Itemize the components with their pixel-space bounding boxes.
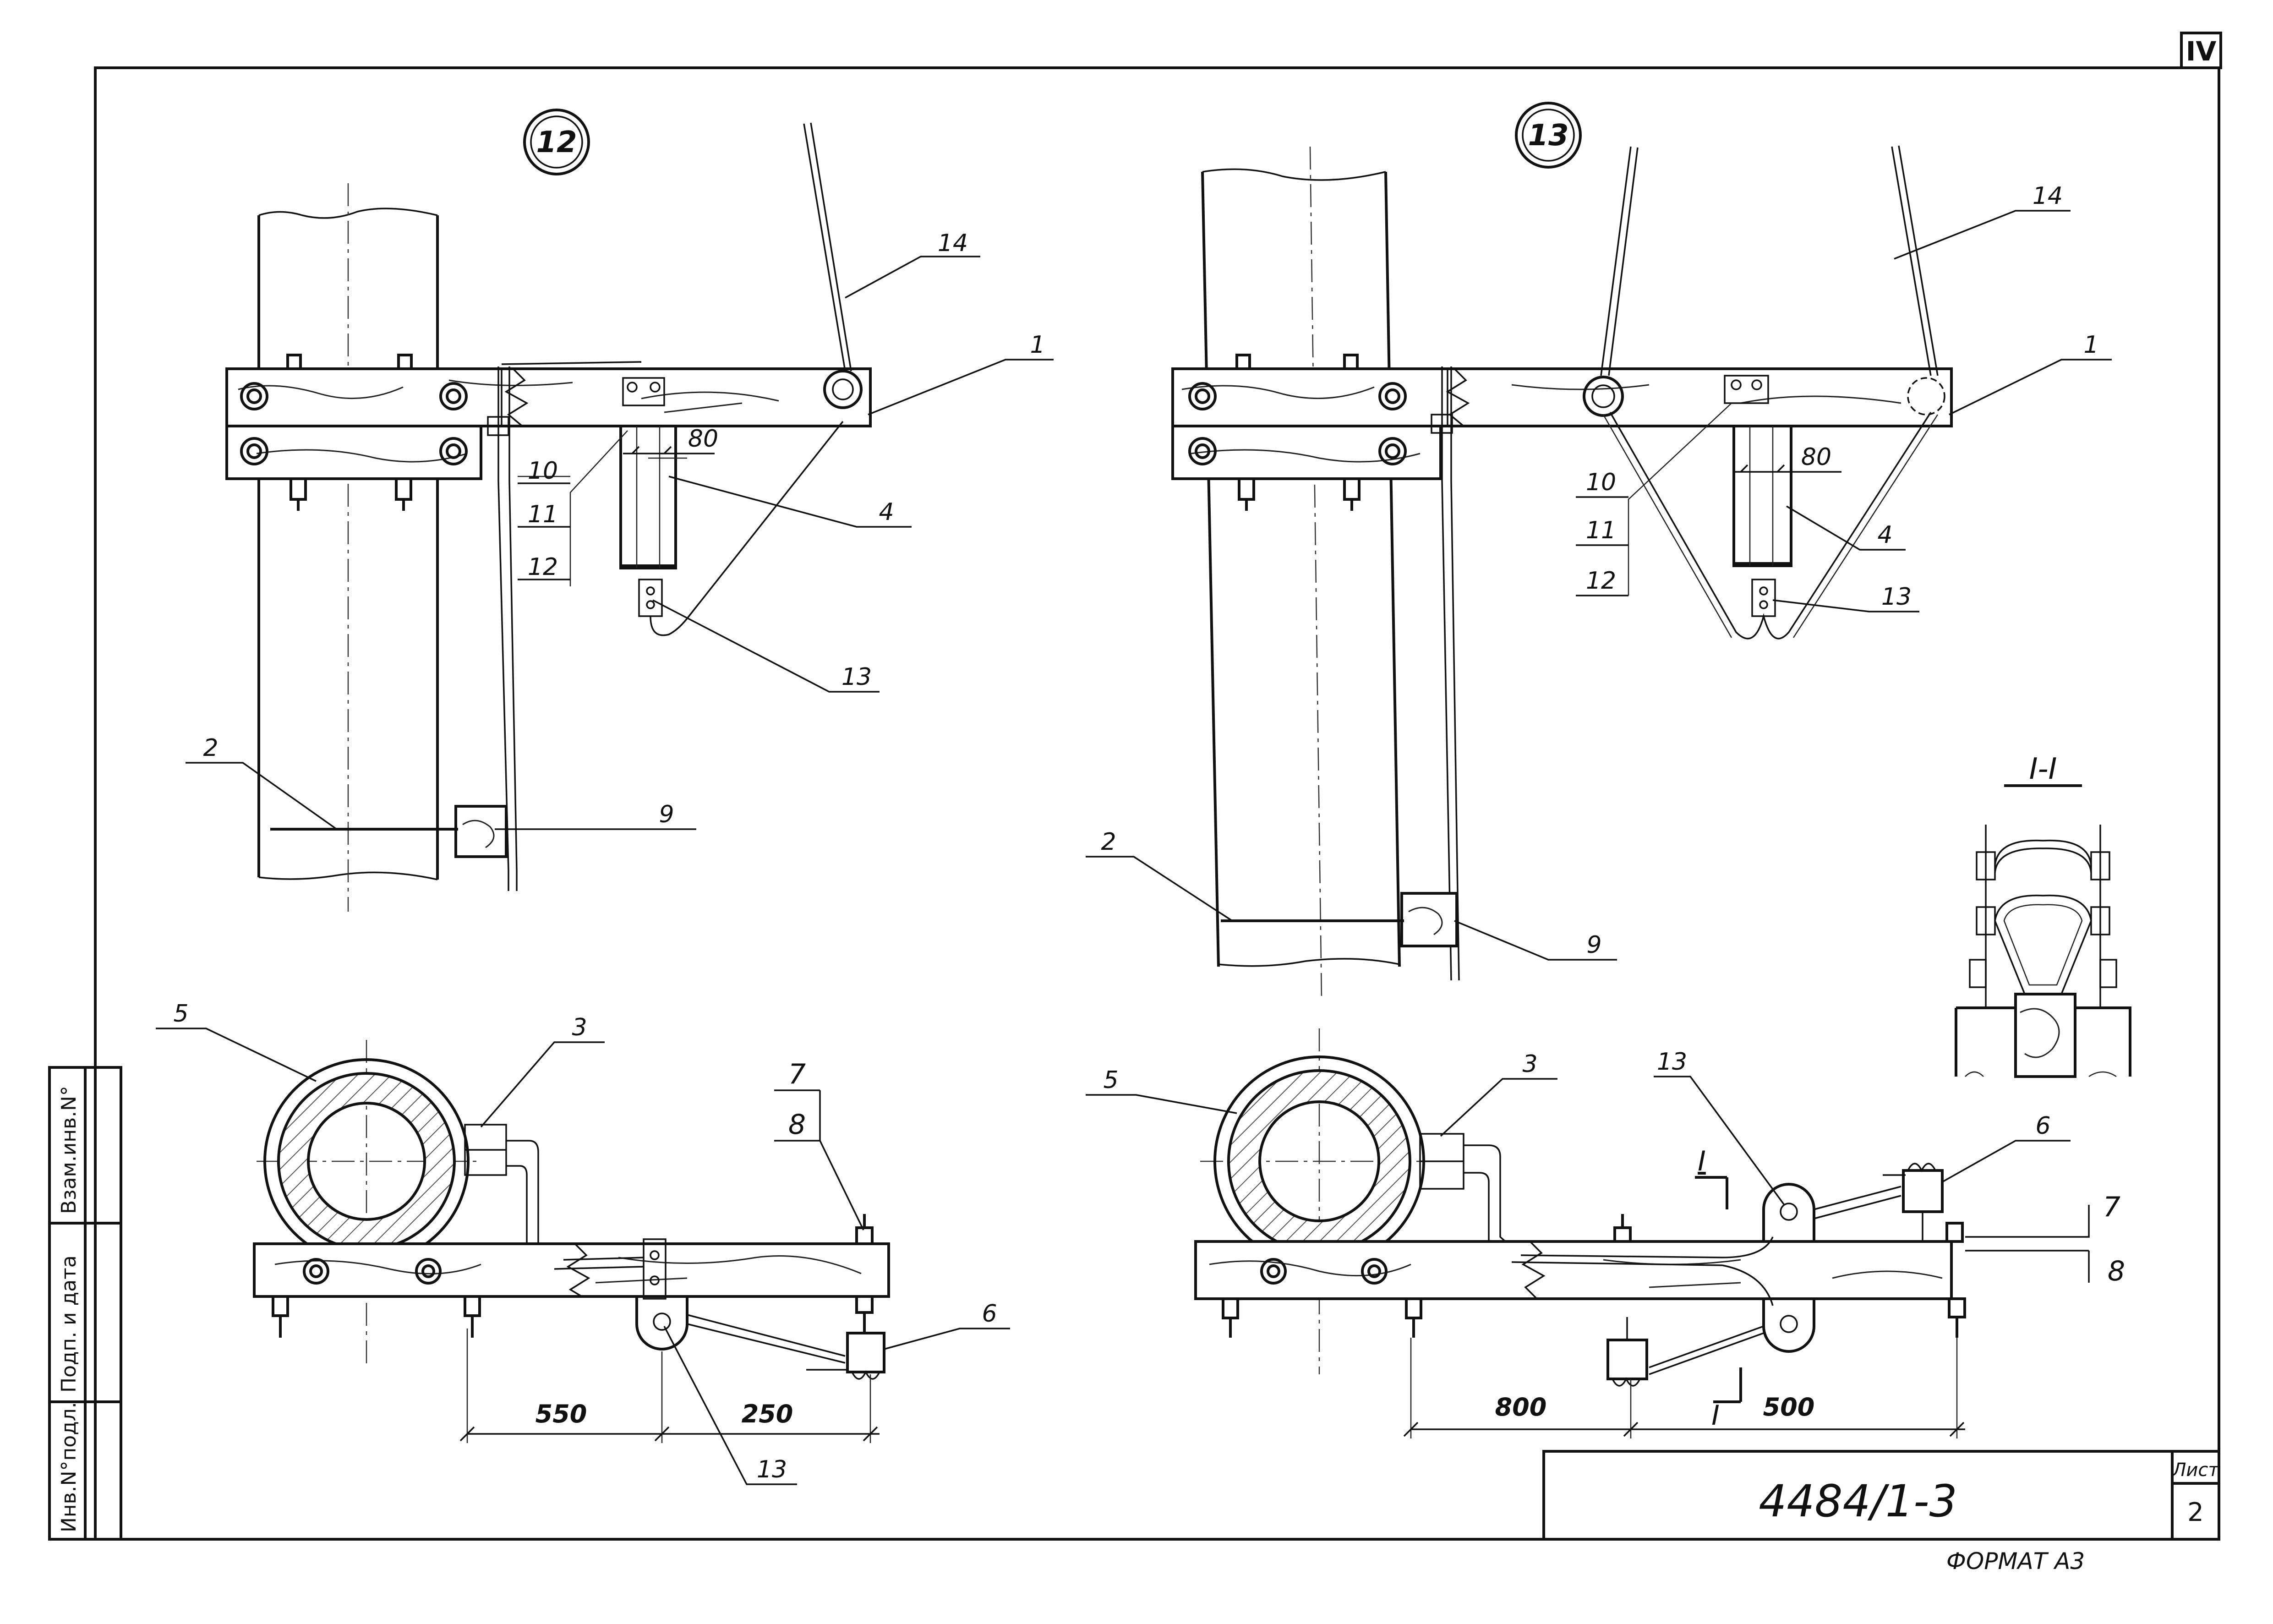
view13-elevation: 13 (1171, 102, 1953, 999)
view12-elevation: 12 (225, 109, 872, 912)
view13-label-1: 1 (2083, 331, 2098, 359)
view12-label-11: 11 (528, 501, 558, 528)
view13-label-6: 6 (2035, 1112, 2050, 1140)
view13-label-13: 13 (1881, 583, 1912, 611)
view12-dim-550: 550 (535, 1400, 587, 1428)
view13-label-9: 9 (1586, 931, 1601, 959)
section-mark-top: I (1698, 1145, 1706, 1177)
view12-label-13: 13 (841, 663, 872, 691)
view13-label-2: 2 (1101, 828, 1116, 856)
view13-label-7: 7 (2103, 1191, 2120, 1223)
view12-plan (253, 1040, 890, 1443)
view12-label-14: 14 (938, 230, 968, 257)
view12-label-5: 5 (173, 1000, 188, 1028)
view13-label-14: 14 (2033, 182, 2063, 210)
stamp-sign-date: Подп. и дата (57, 1255, 81, 1393)
view13-label-4: 4 (1877, 521, 1892, 549)
view12-plan-callouts: 550 250 5 3 7 8 6 13 (156, 1000, 1010, 1485)
view13-dim-800: 800 (1495, 1393, 1547, 1422)
view13-dim-500: 500 (1763, 1393, 1815, 1422)
side-stamp: Инв.N°подл. Подп. и дата Взам.инв.N° (48, 1066, 122, 1541)
view13-label-11: 11 (1586, 517, 1616, 544)
view13-plan (1194, 1028, 1966, 1438)
view12-dim-250: 250 (742, 1400, 793, 1428)
view12-dim-80: 80 (688, 425, 718, 453)
view13-label-12: 12 (1586, 567, 1616, 595)
view13-label-3: 3 (1522, 1050, 1537, 1078)
view12-label-3: 3 (572, 1014, 587, 1041)
view13-plan-callouts: 800 500 5 3 13 6 7 8 I I (1086, 1048, 2125, 1432)
view13-dim-80: 80 (1801, 443, 1831, 471)
sheet-frame: IV (94, 32, 2222, 1541)
format-note: ФОРМАТ А3 (1946, 1548, 2085, 1575)
title-block: 4484/1-3 Лист 2 (1542, 1450, 2220, 1541)
view13-mark: 13 (1528, 119, 1568, 153)
stamp-replace-inv: Взам.инв.N° (57, 1086, 81, 1214)
view13-label-10: 10 (1586, 469, 1616, 496)
view12-label-1: 1 (1030, 331, 1045, 359)
view12-label-7: 7 (788, 1058, 806, 1090)
view12-label-6: 6 (982, 1300, 997, 1328)
view12-label-12: 12 (528, 553, 558, 581)
view13-elevation-callouts: 14 1 10 11 12 80 4 13 2 9 (1086, 182, 2112, 961)
view13-label-5: 5 (1103, 1066, 1118, 1094)
sheet-number: 2 (2187, 1498, 2204, 1527)
view12-elevation-callouts: 14 1 80 4 10 11 12 13 2 9 (186, 230, 1054, 830)
document-number: 4484/1-3 (1759, 1476, 1957, 1527)
sheet-label: Лист (2171, 1460, 2219, 1481)
view13-label-8: 8 (2108, 1255, 2125, 1287)
view12-label-13-plan: 13 (757, 1456, 787, 1483)
section-I-I: I-I (1955, 752, 2131, 1078)
sheet-corner-label: IV (2186, 36, 2217, 67)
view12-label-8: 8 (788, 1109, 806, 1141)
section-title: I-I (2029, 752, 2057, 786)
view13-label-13-plan: 13 (1657, 1048, 1687, 1076)
view12-mark: 12 (536, 126, 577, 159)
view12-label-9: 9 (659, 801, 674, 828)
section-mark-bottom: I (1711, 1400, 1720, 1432)
view12-label-4: 4 (879, 498, 894, 526)
stamp-inv-number: Инв.N°подл. (57, 1402, 81, 1532)
view12-label-2: 2 (203, 734, 218, 762)
view12-label-10: 10 (528, 457, 558, 485)
